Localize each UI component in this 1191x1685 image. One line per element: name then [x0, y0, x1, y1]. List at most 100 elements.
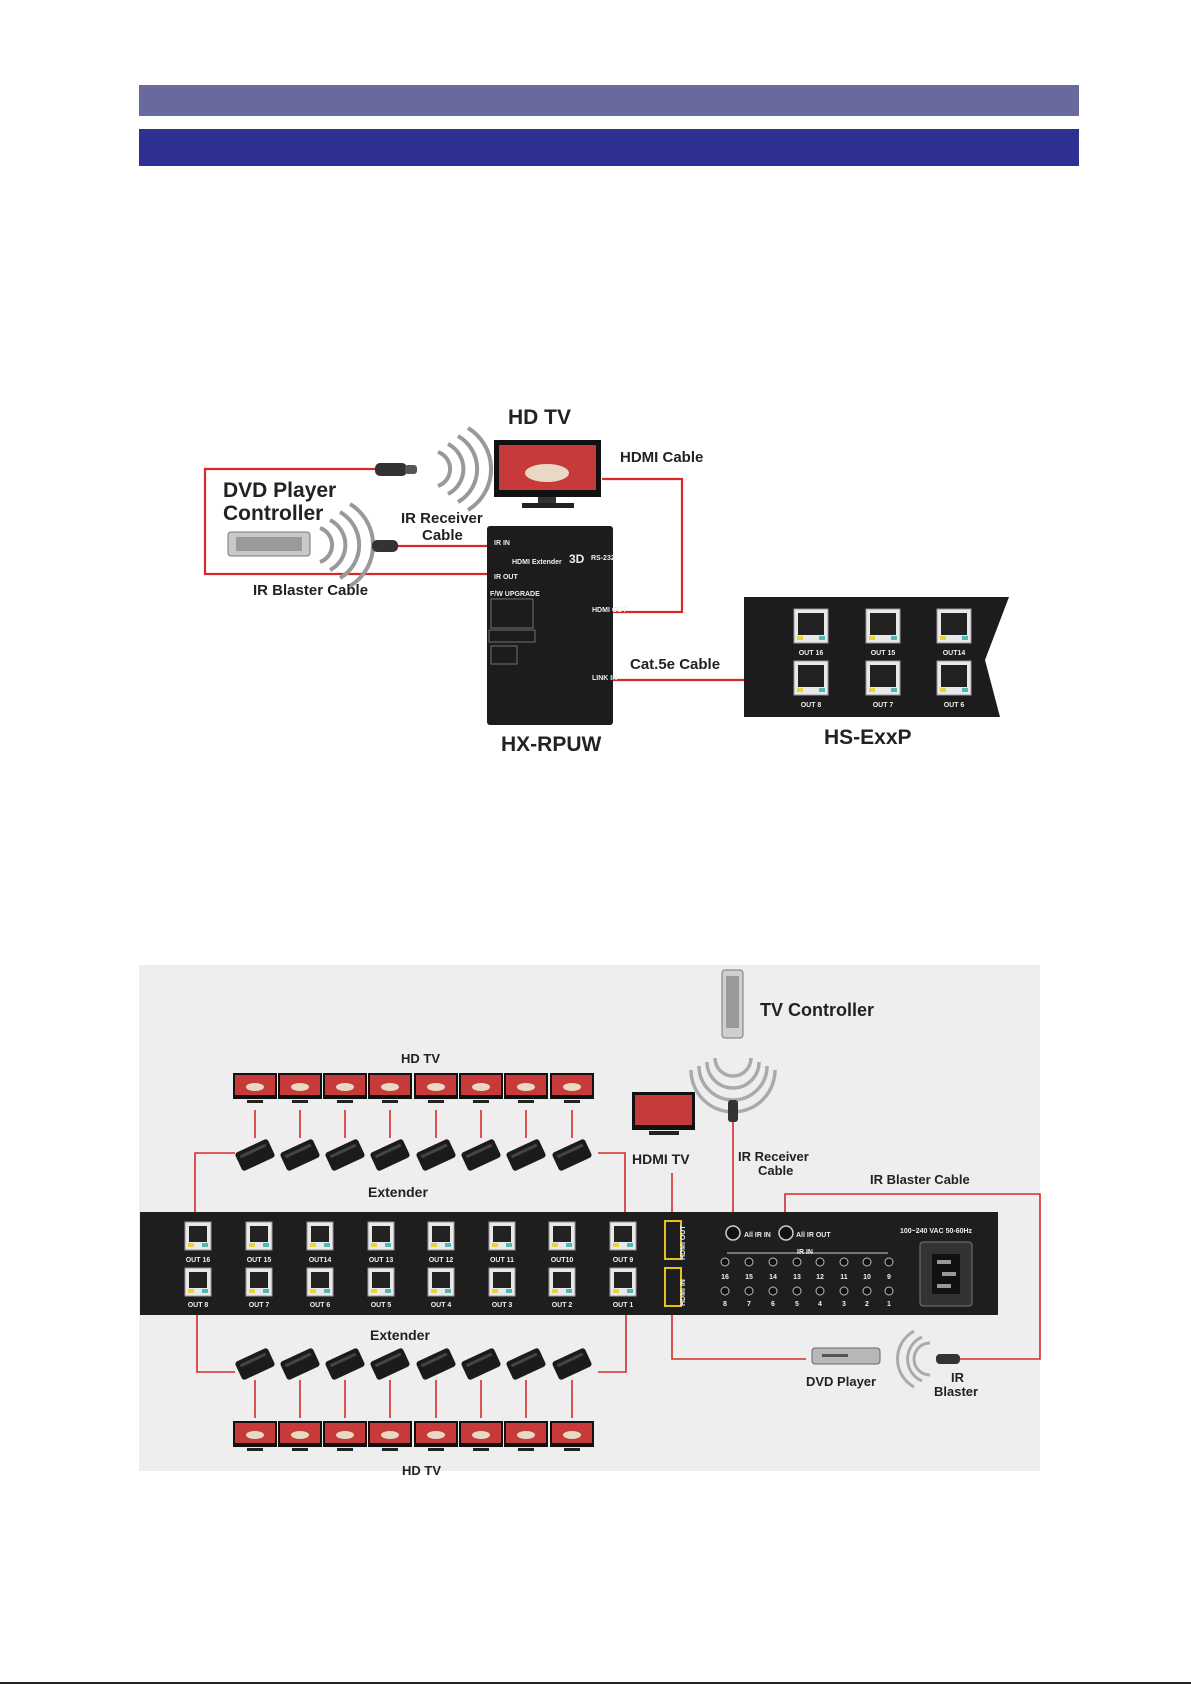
label-hdmi-tv: HDMI TV [632, 1151, 690, 1167]
ir-jack [720, 1257, 730, 1267]
port-label: OUT 8 [801, 702, 822, 709]
panel-hdmi-out-label: HDMI OUT [680, 1225, 687, 1260]
ir-jack [792, 1257, 802, 1267]
ir-jack-number: 4 [818, 1301, 822, 1308]
ir-blaster-plug-icon [372, 540, 398, 552]
hd-tv-icon [278, 1421, 322, 1451]
ir-blaster-cable [784, 1193, 1041, 1360]
ir-jack-number: 10 [863, 1274, 871, 1281]
label-extender-bottom: Extender [370, 1327, 430, 1343]
extender-icon [280, 1139, 320, 1171]
hd-tv-icon [368, 1073, 412, 1103]
hx-link-in-label: LINK IN [592, 675, 617, 682]
label-ir-receiver-2: Cable [422, 527, 463, 544]
panel-port-bottom: OUT 4 [427, 1267, 455, 1309]
label-cat5e-cable: Cat.5e Cable [630, 656, 720, 673]
ir-jack [815, 1286, 825, 1296]
label-dvd-player: DVD Player [806, 1374, 876, 1389]
hx-rs232-label: RS-232 [591, 555, 615, 562]
hd-tv-icon [494, 440, 601, 508]
header-bar-dark [139, 129, 1079, 166]
label-hdmi-cable: HDMI Cable [620, 449, 703, 466]
hd-tvs-top-row [233, 1073, 594, 1103]
ir-jack [884, 1286, 894, 1296]
port-label: OUT 3 [492, 1302, 513, 1309]
port-label: OUT 16 [799, 650, 824, 657]
ir-jack [720, 1286, 730, 1296]
port-label: OUT 7 [249, 1302, 270, 1309]
dvd-player-icon [811, 1347, 881, 1365]
ir-jack [862, 1286, 872, 1296]
panel-power-label: 100~240 VAC 50-60Hz [900, 1228, 973, 1235]
port-label: OUT 7 [873, 702, 894, 709]
connection-diagram-1: IR IN IR OUT HDMI Extender 3D RS-232 F/W… [203, 406, 1009, 756]
extender-icon [552, 1139, 592, 1171]
ir-jack-number: 1 [887, 1301, 891, 1308]
hx-extender-label: HDMI Extender [512, 559, 562, 566]
hd-tv-icon [233, 1421, 277, 1451]
label-ir-receiver-2: Cable [758, 1163, 793, 1178]
label-ir-blaster-2: Blaster [934, 1384, 978, 1399]
extender-icon [235, 1348, 275, 1380]
hd-tv-icon [550, 1073, 594, 1103]
ir-receiver-plug-icon-2 [728, 1100, 738, 1122]
port-label: OUT10 [551, 1257, 574, 1264]
ir-jack [768, 1286, 778, 1296]
hd-tv-icon [459, 1073, 503, 1103]
label-hd-tv-top: HD TV [401, 1051, 440, 1066]
panel-port-bottom: OUT 3 [488, 1267, 516, 1309]
port-label: OUT 16 [186, 1257, 211, 1264]
hx-ir-out-label: IR OUT [494, 574, 518, 581]
ir-jack [862, 1257, 872, 1267]
hs-port-bottom: OUT 8 [793, 660, 829, 709]
panel-port-bottom: OUT 8 [184, 1267, 212, 1309]
label-hs-exxp: HS-ExxP [824, 726, 912, 749]
hd-tv-icon [459, 1421, 503, 1451]
hd-tvs-bottom-row [233, 1421, 594, 1451]
dvd-hdmi-cable [671, 1310, 806, 1360]
ir-jack-number: 6 [771, 1301, 775, 1308]
ir-jack-number: 2 [865, 1301, 869, 1308]
hx-fw-label: F/W UPGRADE [490, 591, 540, 598]
hd-tv-icon [323, 1073, 367, 1103]
ir-jack-number: 12 [816, 1274, 824, 1281]
ir-jack-number: 3 [842, 1301, 846, 1308]
hd-tv-icon [504, 1073, 548, 1103]
label-dvd-controller-1: DVD Player [223, 479, 336, 502]
hs-port-bottom: OUT 6 [936, 660, 972, 709]
label-extender-top: Extender [368, 1184, 428, 1200]
port-label: OUT 11 [490, 1257, 514, 1264]
ir-jack [815, 1257, 825, 1267]
port-label: OUT 1 [613, 1302, 634, 1309]
hd-tv-icon [504, 1421, 548, 1451]
page-bottom-rule [0, 1682, 1191, 1684]
hdmi-tv-icon [632, 1092, 695, 1135]
label-ir-blaster-1: IR [951, 1370, 965, 1385]
extender-icon [235, 1139, 275, 1171]
port-label: OUT 15 [871, 650, 896, 657]
hdmi-matrix-panel [140, 1212, 998, 1315]
all-ir-in-jack [725, 1225, 741, 1241]
hs-port-top: OUT 16 [793, 608, 829, 657]
ir-jack-number: 13 [793, 1274, 801, 1281]
panel-port-top: OUT 13 [367, 1221, 395, 1264]
extender-icon [370, 1348, 410, 1380]
hs-port-bottom: OUT 7 [865, 660, 901, 709]
all-ir-out-jack [778, 1225, 794, 1241]
port-label: OUT 6 [944, 702, 965, 709]
panel-port-top: OUT 12 [427, 1221, 455, 1264]
tv-controller-waves-icon [689, 1057, 777, 1114]
port-label: OUT 8 [188, 1302, 209, 1309]
extenders-top-row [235, 1139, 592, 1171]
right-top-cable [598, 1152, 626, 1220]
extender-icon [506, 1348, 546, 1380]
panel-port-top: OUT 9 [609, 1221, 637, 1264]
panel-port-bottom: OUT 6 [306, 1267, 334, 1309]
hd-tv-icon [278, 1073, 322, 1103]
ir-jack [839, 1286, 849, 1296]
right-bottom-cable [598, 1315, 627, 1373]
label-ir-receiver-1: IR Receiver [401, 510, 483, 527]
hdmi-out-port [664, 1220, 682, 1260]
